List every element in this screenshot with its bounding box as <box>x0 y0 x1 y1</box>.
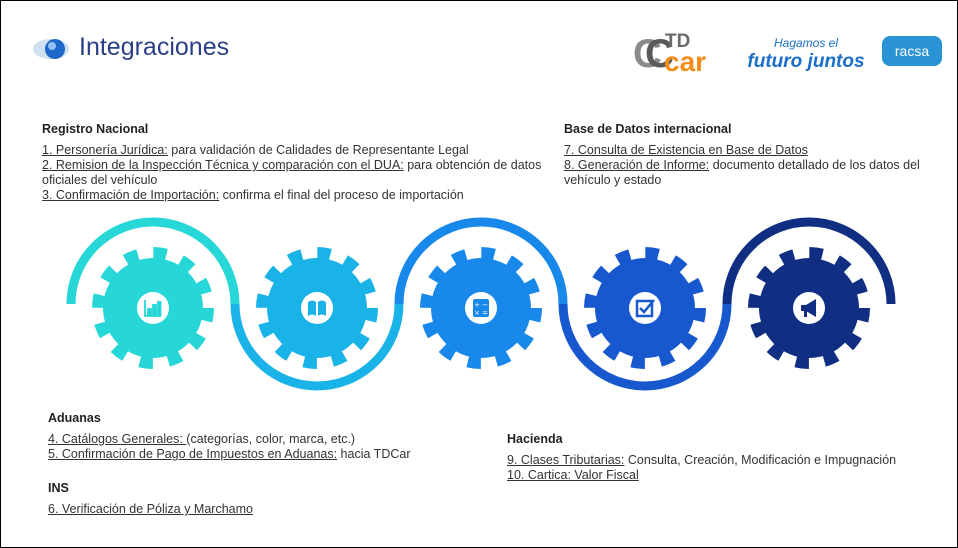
integration-link[interactable]: 10. Cartica: Valor Fiscal <box>507 468 639 482</box>
integration-link[interactable]: 1. Personería Jurídica: <box>42 143 168 157</box>
list-item: 2. Remision de la Inspección Técnica y c… <box>42 158 542 187</box>
section-header: Aduanas <box>48 411 101 425</box>
svg-text:racsa: racsa <box>895 43 929 59</box>
svg-text:=: = <box>482 309 488 317</box>
gear-1 <box>92 247 214 369</box>
list-item: 7. Consulta de Existencia en Base de Dat… <box>564 143 949 158</box>
integration-link[interactable]: 9. Clases Tributarias: <box>507 453 625 467</box>
base-datos-section: Base de Datos internacional 7. Consulta … <box>564 122 949 188</box>
list-item: 5. Confirmación de Pago de Impuestos en … <box>48 447 411 461</box>
integration-link[interactable]: 5. Confirmación de Pago de Impuestos en … <box>48 447 338 461</box>
hacienda-section: Hacienda 9. Clases Tributarias: Consulta… <box>507 432 952 483</box>
aduanas-section: Aduanas 4. Catálogos Generales: (categor… <box>48 411 488 462</box>
list-item: 6. Verificación de Póliza y Marchamo <box>48 502 448 517</box>
integration-link[interactable]: 6. Verificación de Póliza y Marchamo <box>48 502 253 516</box>
list-item: 8. Generación de Informe: documento deta… <box>564 158 920 187</box>
section-header: Base de Datos internacional <box>564 122 732 136</box>
list-item: 10. Cartica: Valor Fiscal <box>507 468 952 483</box>
racsa-logo: racsa <box>882 36 942 66</box>
section-header: INS <box>48 481 69 495</box>
section-header: Registro Nacional <box>42 122 149 136</box>
gear-2 <box>256 247 378 369</box>
integration-link[interactable]: 3. Confirmación de Importación: <box>42 188 220 202</box>
gear-5 <box>748 247 870 369</box>
checkbox-icon <box>635 299 655 318</box>
logo-bar: C C TD car Hagamos el futuro juntos racs… <box>631 27 951 77</box>
svg-text:+: + <box>474 301 480 309</box>
integration-link[interactable]: 8. Generación de Informe: <box>564 158 710 172</box>
tdcar-logo: C C TD car <box>633 31 706 77</box>
ins-section: INS 6. Verificación de Póliza y Marchamo <box>48 481 448 517</box>
svg-text:×: × <box>474 309 480 317</box>
section-header: Hacienda <box>507 432 563 446</box>
svg-text:TD: TD <box>665 31 690 52</box>
page-title: Integraciones <box>79 33 230 61</box>
slogan-logo: Hagamos el futuro juntos <box>747 36 864 72</box>
registro-nacional-section: Registro Nacional 1. Personería Jurídica… <box>42 122 552 203</box>
book-icon <box>308 300 326 316</box>
svg-text:C: C <box>633 32 662 76</box>
gear-chain: + − × = <box>66 217 896 391</box>
svg-text:car: car <box>664 46 706 77</box>
integration-link[interactable]: 4. Catálogos Generales: <box>48 432 187 446</box>
title-bullet-icon <box>33 39 69 59</box>
megaphone-icon <box>801 299 816 317</box>
list-item: 3. Confirmación de Importación: confirma… <box>42 188 464 202</box>
list-item: 1. Personería Jurídica: para validación … <box>42 143 469 157</box>
svg-text:C: C <box>645 32 674 76</box>
svg-text:futuro juntos: futuro juntos <box>747 51 864 72</box>
chart-icon <box>144 300 162 317</box>
gear-4 <box>584 247 706 369</box>
svg-text:Hagamos el: Hagamos el <box>774 36 838 50</box>
svg-text:−: − <box>482 301 488 309</box>
list-item: 4. Catálogos Generales: (categorías, col… <box>48 432 356 446</box>
integration-link[interactable]: 2. Remision de la Inspección Técnica y c… <box>42 158 404 172</box>
integration-link[interactable]: 7. Consulta de Existencia en Base de Dat… <box>564 143 808 157</box>
list-item: 9. Clases Tributarias: Consulta, Creació… <box>507 453 897 467</box>
calculator-icon: + − × = <box>473 299 489 317</box>
gear-3: + − × = <box>420 247 542 369</box>
